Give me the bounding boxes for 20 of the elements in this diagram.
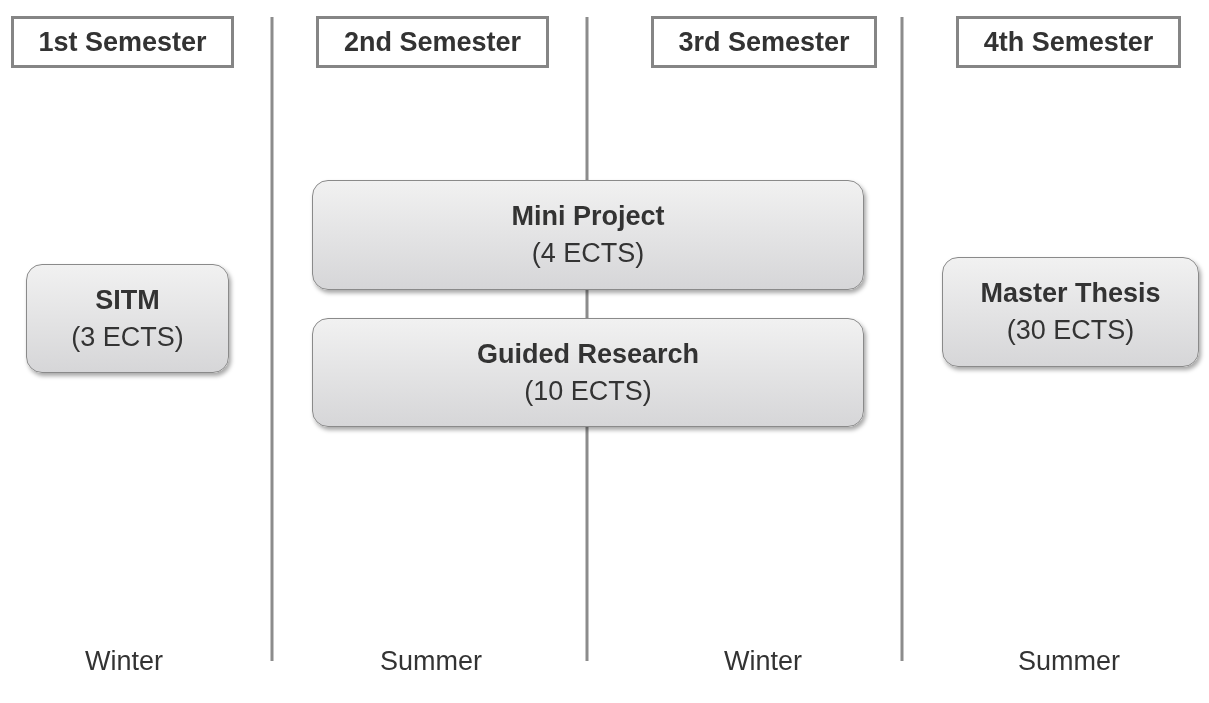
credit-points: (4 ECTS) <box>531 237 645 270</box>
semester-heading: 2nd Semester <box>316 16 549 68</box>
course-title: Master Thesis <box>980 277 1161 310</box>
semester-heading: 3rd Semester <box>651 16 877 68</box>
course-box <box>312 180 864 290</box>
course-title: Mini Project <box>511 200 665 233</box>
semester-heading: 1st Semester <box>11 16 234 68</box>
season-label: Summer <box>1018 646 1120 677</box>
course-box <box>942 257 1199 367</box>
course-box <box>312 318 864 427</box>
semester-heading: 4th Semester <box>956 16 1181 68</box>
credit-points: (30 ECTS) <box>1006 314 1135 347</box>
course-title: Guided Research <box>476 337 700 371</box>
credit-points: (10 ECTS) <box>524 374 652 408</box>
credit-points: (3 ECTS) <box>71 320 184 354</box>
course-title: SITM <box>95 283 160 317</box>
course-box <box>26 264 229 373</box>
season-label: Winter <box>724 646 802 677</box>
season-label: Summer <box>380 646 482 677</box>
season-label: Winter <box>85 646 163 677</box>
